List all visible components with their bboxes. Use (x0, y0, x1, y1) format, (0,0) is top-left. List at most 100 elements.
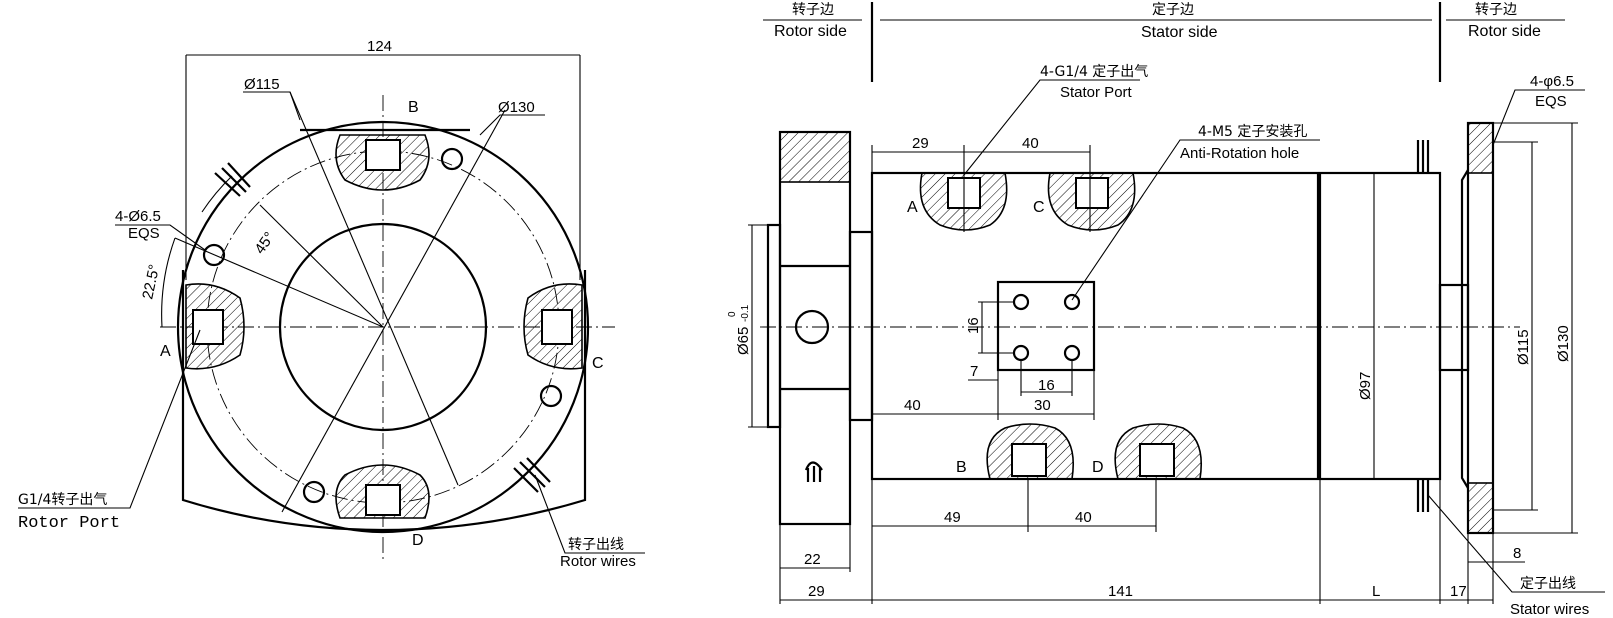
diag-line-1 (289, 91, 459, 486)
dim-30: 30 (1034, 397, 1051, 414)
dim-d97: Ø97 (1357, 372, 1374, 400)
right-shaft (1438, 283, 1470, 372)
dim-d115: Ø115 (1515, 329, 1532, 365)
dim-d130: Ø130 (1555, 325, 1572, 362)
mount-hole-1 (202, 243, 226, 267)
holes-eqs: EQS (128, 225, 160, 242)
rotor-wire-gland-bottom (513, 457, 551, 493)
front-view: 124 Ø115 Ø130 4-Ø6.5 EQS 22.5° 45° A B C… (18, 38, 645, 570)
right-flange-hatch-bot (1467, 482, 1494, 534)
right-flange-hatch-top (1467, 122, 1494, 174)
rotor-port-zh: G1/4转子出气 (18, 492, 107, 508)
anti-rot-hole-4 (1063, 344, 1081, 362)
dim-16-h: 16 (1038, 377, 1055, 394)
ray-45 (259, 204, 384, 328)
rotor-shaft (766, 223, 782, 429)
anti-rot-hole-1 (1012, 293, 1030, 311)
body-flats (181, 270, 587, 532)
dim-49: 49 (944, 509, 961, 526)
rotor-side-right-zh: 转子边 (1475, 2, 1517, 18)
rotor-wires-en: Rotor wires (560, 553, 636, 570)
angle-45-text: 45° (251, 229, 278, 257)
mount-hole-3 (539, 384, 563, 408)
dim-d130-text: Ø130 (498, 99, 535, 116)
front-port-d (335, 464, 430, 519)
front-port-c-label: C (592, 355, 604, 372)
rotor-port-en: Rotor Port (18, 514, 120, 533)
stator-side-en: Stator side (1141, 24, 1218, 41)
leader-stator-port (963, 79, 1140, 176)
diag-line-2 (281, 109, 506, 513)
side-port-a-label: A (907, 199, 918, 216)
leader-rotor-wires (534, 474, 645, 554)
side-port-b-label: B (956, 459, 967, 476)
side-port-c-label: C (1033, 199, 1045, 216)
front-port-a (185, 283, 245, 370)
anti-rot-zh: 4-M5 定子安装孔 (1198, 124, 1307, 140)
rotor-hub (848, 230, 874, 422)
side-port-d-label: D (1092, 459, 1104, 476)
dim-40-top: 40 (1022, 135, 1039, 152)
rotor-side-left-en: Rotor side (774, 23, 847, 40)
dim-124-text: 124 (367, 38, 392, 55)
dim-8: 8 (1513, 545, 1521, 562)
rotor-flange-hatch (779, 131, 851, 183)
stator-end-cap (1318, 171, 1442, 481)
rotor-wires-zh: 转子出线 (568, 537, 624, 553)
rotor-side-left-zh: 转子边 (792, 2, 834, 18)
anti-rot-hole-2 (1063, 293, 1081, 311)
anti-rotation-plate (996, 280, 1096, 372)
stator-gland-bottom (1416, 480, 1430, 512)
dim-22: 22 (804, 551, 821, 568)
stator-port-zh: 4-G1/4 定子出气 (1040, 64, 1148, 80)
stator-wires-zh: 定子出线 (1520, 576, 1576, 592)
leader-stator-wires (1427, 494, 1605, 593)
side-holes-eqs: EQS (1535, 93, 1567, 110)
anti-rot-en: Anti-Rotation hole (1180, 145, 1299, 162)
leader-holes (115, 224, 206, 251)
leader-right-holes (1492, 89, 1585, 146)
dim-29-top: 29 (912, 135, 929, 152)
angle-22-text: 22.5° (139, 263, 163, 301)
dim-d65-tol-upper: 0 (727, 311, 738, 317)
side-port-c (1047, 172, 1136, 231)
mount-hole-4 (302, 480, 326, 504)
side-port-d (1114, 423, 1202, 480)
front-port-d-label: D (412, 532, 424, 549)
front-port-c (523, 283, 583, 370)
side-view: 转子边 Rotor side 定子边 Stator side 转子边 Rotor… (727, 2, 1605, 618)
dim-40-bot: 40 (1075, 509, 1092, 526)
rotor-flange-left (778, 130, 852, 526)
leader-rotor-port (18, 329, 201, 509)
rotor-wire-gland-top (214, 162, 251, 197)
dim-d115-text: Ø115 (244, 76, 280, 93)
dim-d65: Ø65 (735, 327, 752, 355)
angle-arc-45 (201, 175, 233, 213)
dim-16-v: 16 (965, 317, 982, 334)
anti-rot-hole-3 (1012, 344, 1030, 362)
dim-17: 17 (1450, 583, 1467, 600)
front-port-a-label: A (160, 343, 171, 360)
stator-side-zh: 定子边 (1152, 2, 1194, 18)
front-port-b (335, 134, 430, 191)
stator-gland-top (1416, 140, 1430, 172)
rotor-flange-right (1466, 121, 1495, 535)
side-port-b (986, 423, 1074, 480)
dim-141: 141 (1108, 583, 1133, 600)
dim-7: 7 (970, 363, 978, 380)
stator-wires-en: Stator wires (1510, 601, 1589, 618)
dim-40-mid: 40 (904, 397, 921, 414)
holes-label: 4-Ø6.5 (115, 208, 161, 225)
rotor-side-right-en: Rotor side (1468, 23, 1541, 40)
stator-port-en: Stator Port (1060, 84, 1133, 101)
flange-gland (804, 461, 823, 482)
mount-hole-2 (440, 147, 464, 171)
leader-d115 (243, 91, 301, 121)
dim-d65-tol-lower: -0.1 (740, 304, 751, 322)
leader-d130 (479, 114, 545, 136)
rotor-flange-right-step (1460, 169, 1469, 489)
side-holes-label: 4-φ6.5 (1530, 73, 1574, 90)
front-port-b-label: B (408, 99, 419, 116)
ray-22 (174, 237, 384, 328)
